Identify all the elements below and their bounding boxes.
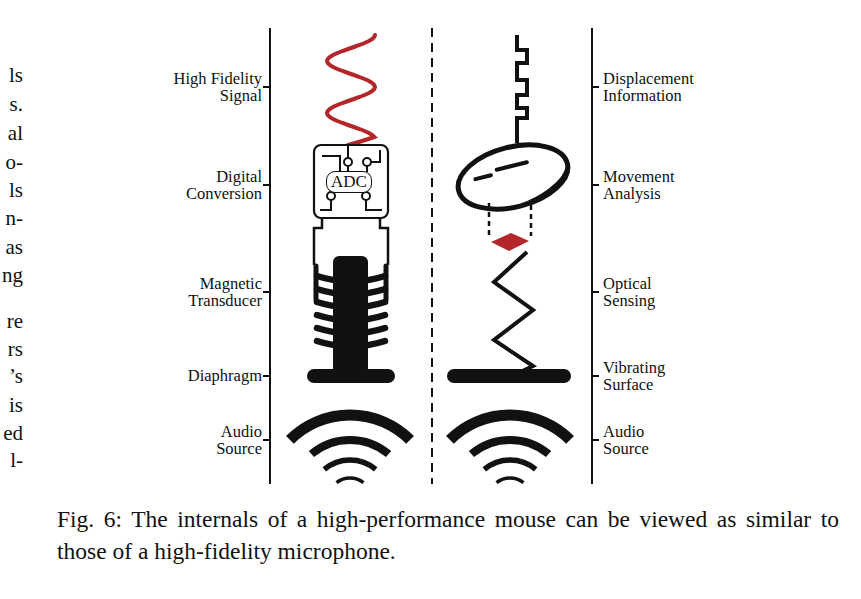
- adc-box: ADC: [326, 171, 372, 194]
- sound-waves-right: [450, 415, 570, 483]
- text-fragment: al: [0, 122, 23, 144]
- divider: [431, 28, 433, 484]
- coil-post-right: [384, 266, 389, 300]
- sensor-beam: [489, 203, 531, 236]
- text-fragment: n-: [0, 207, 23, 229]
- text-fragment: as: [0, 236, 23, 258]
- node-label: ADC: [331, 172, 367, 191]
- text-fragment: ed: [0, 422, 23, 444]
- sound-arc: [484, 460, 535, 469]
- sound-arc: [337, 478, 364, 483]
- sound-waves-left: [290, 415, 410, 483]
- coil-winding: [317, 328, 385, 334]
- text-fragment: l-: [0, 449, 23, 471]
- coil: [317, 276, 385, 347]
- text-fragment: rs: [0, 338, 23, 360]
- text-fragment: re: [0, 310, 23, 332]
- axis-label: Displacement Information: [603, 70, 715, 105]
- axis-label: Audio Source: [603, 423, 665, 458]
- coil-winding: [317, 341, 385, 347]
- axis-label: Digital Conversion: [162, 168, 262, 203]
- sound-arc: [324, 460, 375, 469]
- mouse: [451, 134, 574, 219]
- left-axis: [269, 28, 271, 484]
- signal-wave: [327, 35, 375, 145]
- axis-label: Diaphragm: [162, 367, 262, 384]
- text-fragment: ng: [0, 264, 23, 286]
- circuit-wires: [320, 145, 382, 210]
- text-fragment: o-: [0, 151, 23, 173]
- axis-label: Audio Source: [200, 423, 262, 458]
- coil-winding: [317, 315, 385, 321]
- magnet: [333, 256, 368, 374]
- text-fragment: is: [0, 394, 23, 416]
- coil-post-left: [314, 266, 319, 300]
- spring: [494, 252, 533, 374]
- axis-label: Optical Sensing: [603, 275, 679, 310]
- optical-sensor: [491, 233, 529, 251]
- text-fragment: ls: [0, 179, 23, 201]
- right-axis: [591, 28, 593, 484]
- circuit-pins: [327, 158, 371, 200]
- ticks: [263, 87, 599, 440]
- coil-winding: [317, 302, 385, 308]
- axis-label: High Fidelity Signal: [160, 70, 262, 105]
- coil-winding: [317, 289, 385, 295]
- text-fragment: ’s: [0, 365, 23, 387]
- adc-circuit: [314, 145, 388, 218]
- coil-winding: [317, 276, 385, 282]
- axis-label: Movement Analysis: [603, 168, 695, 203]
- sound-arc: [471, 440, 548, 454]
- figure-caption: Fig. 6: The internals of a high-performa…: [57, 503, 839, 567]
- vibrating-surface: [447, 369, 571, 383]
- text-fragment: ls: [0, 64, 23, 86]
- text-fragment: s.: [0, 93, 23, 115]
- sound-arc: [497, 478, 524, 483]
- axis-label: Magnetic Transducer: [162, 275, 262, 310]
- sound-arc: [311, 440, 388, 454]
- displacement-signal: [517, 35, 527, 143]
- diaphragm: [307, 369, 395, 383]
- axis-label: Vibrating Surface: [603, 359, 687, 394]
